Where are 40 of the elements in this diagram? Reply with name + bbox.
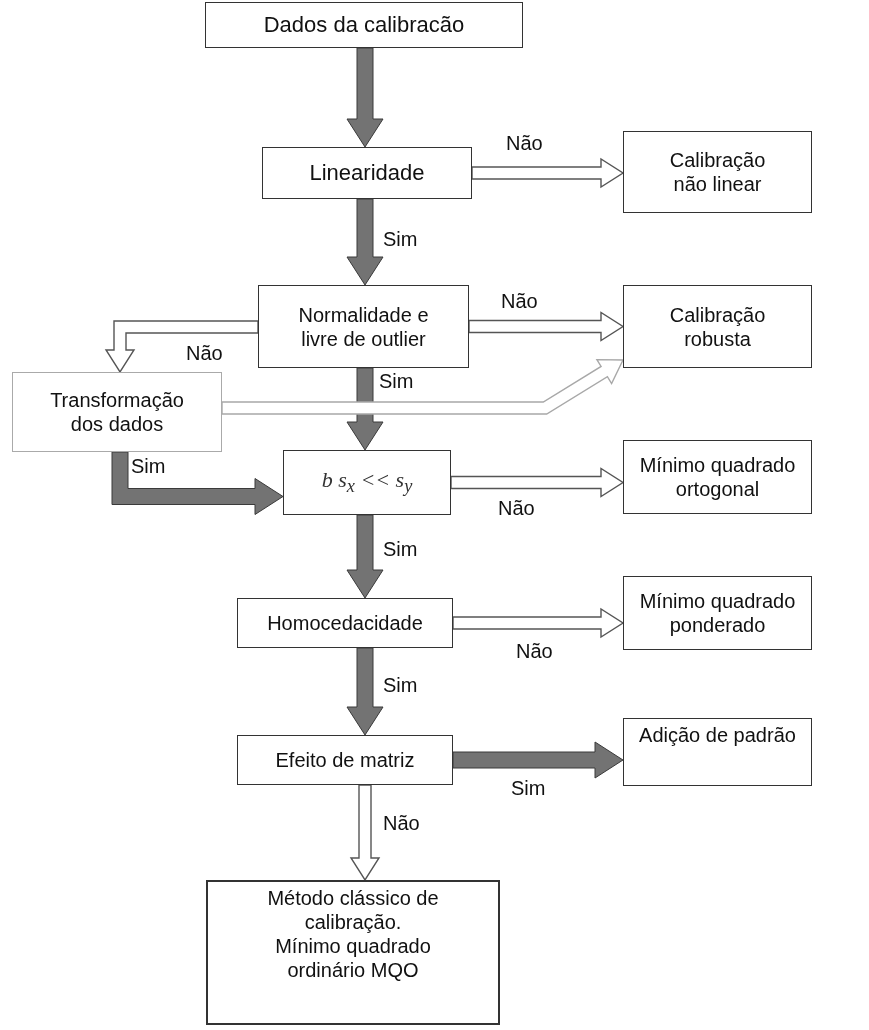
process-box (623, 440, 812, 514)
box-text: Normalidade e livre de outlier (297, 302, 430, 351)
hollow-arrow (221, 358, 625, 415)
block-arrow (346, 47, 384, 148)
hollow-arrow (450, 467, 625, 498)
box-text: Efeito de matriz (275, 748, 415, 772)
box-text: Mínimo quadrado ortogonal (638, 453, 797, 501)
block-arrow (111, 451, 284, 515)
box-text: Calibração não linear (668, 148, 767, 196)
hollow-arrow (468, 311, 625, 342)
block-arrow (346, 647, 384, 736)
box-text: Mínimo quadrado ponderado (638, 589, 797, 637)
process-box (206, 880, 500, 1025)
process-box (237, 598, 453, 648)
box-text: Método clássico de calibração. (266, 886, 440, 934)
box-text: Linearidade (309, 159, 425, 187)
box-text: Dados da calibracão (263, 11, 465, 39)
box-text: Calibração robusta (668, 302, 767, 351)
hollow-arrow (471, 157, 625, 189)
hollow-arrow (349, 784, 381, 882)
box-text: Adição de padrão (639, 723, 796, 747)
process-box (283, 450, 451, 515)
process-box (237, 735, 453, 785)
hollow-arrow (104, 320, 259, 374)
box-text: Homocedacidade (267, 611, 423, 635)
process-box (623, 576, 812, 650)
block-arrow (452, 741, 624, 779)
hollow-arrow (452, 607, 625, 639)
box-text: Mínimo quadrado ordinário MQO (274, 934, 432, 982)
process-box (623, 285, 812, 368)
process-box (258, 285, 469, 368)
process-box (12, 372, 222, 452)
block-arrow (346, 514, 384, 599)
process-box (262, 147, 472, 199)
process-box (623, 131, 812, 213)
box-text: Transformação dos dados (49, 388, 185, 436)
box-text: b s$_{x}$ << s$_{y}$ (321, 466, 413, 499)
process-box (205, 2, 523, 48)
block-arrow (346, 198, 384, 286)
process-box (623, 718, 812, 786)
